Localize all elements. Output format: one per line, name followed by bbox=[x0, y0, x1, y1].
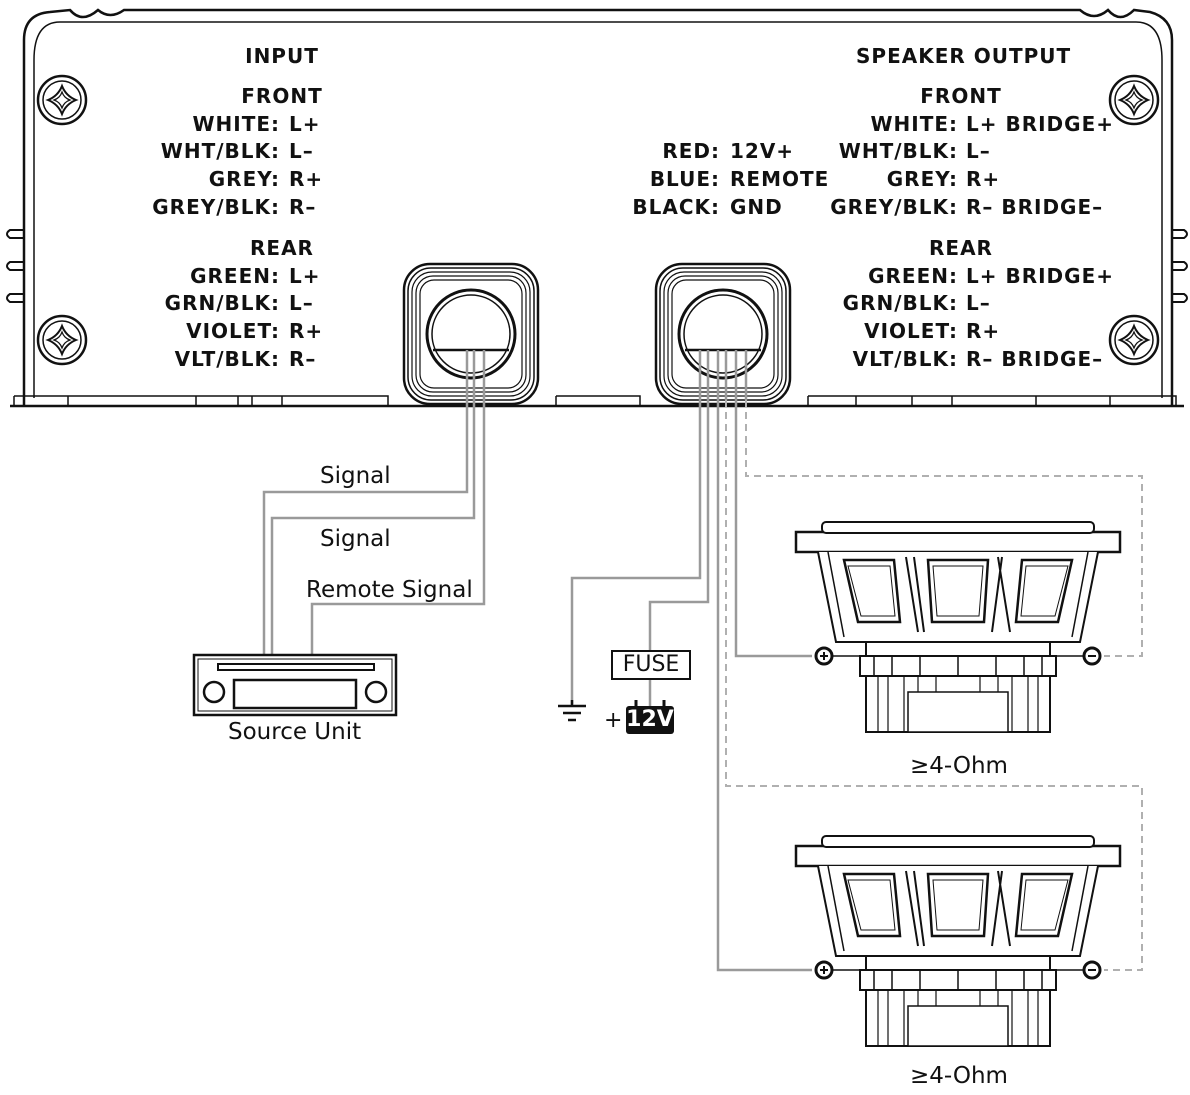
speaker-wire-label: GREEN: bbox=[868, 264, 958, 288]
input-func-label: L– bbox=[289, 291, 314, 315]
input-func-label: L+ bbox=[289, 264, 321, 288]
signal-wire-1 bbox=[262, 350, 469, 655]
remote-signal-wire bbox=[310, 350, 486, 655]
speaker-func-label: R+ bbox=[966, 319, 1001, 343]
speaker-func-label: L+ BRIDGE+ bbox=[966, 264, 1114, 288]
input-terminal-block bbox=[402, 262, 540, 406]
speaker-wire-b bbox=[716, 350, 812, 972]
speaker-func-label: R– BRIDGE– bbox=[966, 195, 1104, 219]
speaker-impedance-label: ≥4-Ohm bbox=[910, 1063, 1008, 1089]
battery-label: 12V bbox=[626, 706, 674, 734]
speaker-func-label: L– bbox=[966, 139, 991, 163]
input-wire-label: WHITE: bbox=[192, 112, 280, 136]
power-func-label: GND bbox=[730, 195, 783, 219]
power-wire bbox=[648, 350, 710, 652]
signal-wire-2 bbox=[270, 350, 476, 655]
speaker-wire-label: VLT/BLK: bbox=[852, 347, 958, 371]
speaker-wire-label: WHITE: bbox=[870, 112, 958, 136]
subwoofer-1-icon bbox=[794, 520, 1122, 734]
speaker-wire-label: GREY: bbox=[886, 167, 958, 191]
speaker-rear-heading: REAR bbox=[929, 236, 993, 260]
speaker-wire-label: VIOLET: bbox=[864, 319, 958, 343]
speaker-func-label: R+ bbox=[966, 167, 1001, 191]
battery-plus-label: + bbox=[604, 708, 623, 733]
signal-label-2: Signal bbox=[320, 526, 391, 552]
speaker-wire-a bbox=[734, 350, 812, 658]
ground-symbol bbox=[558, 700, 586, 722]
input-wire-label: VIOLET: bbox=[186, 319, 280, 343]
speaker-wire-label: GRN/BLK: bbox=[842, 291, 958, 315]
input-func-label: R– bbox=[289, 347, 317, 371]
power-func-label: REMOTE bbox=[730, 167, 830, 191]
speaker-impedance-label: ≥4-Ohm bbox=[910, 753, 1008, 779]
input-wire-label: GREY/BLK: bbox=[152, 195, 280, 219]
power-wire-label: RED: bbox=[662, 139, 720, 163]
input-title: INPUT bbox=[245, 44, 319, 68]
speaker-func-label: L+ BRIDGE+ bbox=[966, 112, 1114, 136]
speaker-wire-label: WHT/BLK: bbox=[838, 139, 958, 163]
speaker-func-label: L– bbox=[966, 291, 991, 315]
input-func-label: R– bbox=[289, 195, 317, 219]
power-output-terminal-block bbox=[654, 262, 792, 406]
power-func-label: 12V+ bbox=[730, 139, 795, 163]
input-rear-heading: REAR bbox=[250, 236, 314, 260]
input-wire-label: GRN/BLK: bbox=[164, 291, 280, 315]
input-func-label: R+ bbox=[289, 319, 324, 343]
speaker-front-heading: FRONT bbox=[920, 84, 1002, 108]
power-wire-label: BLUE: bbox=[649, 167, 720, 191]
source-unit-label: Source Unit bbox=[228, 719, 362, 745]
input-wire-label: WHT/BLK: bbox=[160, 139, 280, 163]
fuse-label: FUSE bbox=[611, 650, 691, 680]
speaker-func-label: R– BRIDGE– bbox=[966, 347, 1104, 371]
speaker-output-title: SPEAKER OUTPUT bbox=[856, 44, 1072, 68]
speaker-wire-label: GREY/BLK: bbox=[830, 195, 958, 219]
input-func-label: L+ bbox=[289, 112, 321, 136]
subwoofer-2-icon bbox=[794, 834, 1122, 1048]
remote-signal-label: Remote Signal bbox=[306, 577, 473, 603]
amplifier-housing bbox=[22, 8, 1174, 406]
signal-label-1: Signal bbox=[320, 463, 391, 489]
source-unit-icon bbox=[192, 653, 398, 717]
input-wire-label: GREEN: bbox=[190, 264, 280, 288]
input-func-label: R+ bbox=[289, 167, 324, 191]
power-wire-label: BLACK: bbox=[632, 195, 720, 219]
input-func-label: L– bbox=[289, 139, 314, 163]
input-wire-label: VLT/BLK: bbox=[174, 347, 280, 371]
ground-wire bbox=[570, 350, 702, 704]
input-front-heading: FRONT bbox=[241, 84, 323, 108]
input-wire-label: GREY: bbox=[208, 167, 280, 191]
